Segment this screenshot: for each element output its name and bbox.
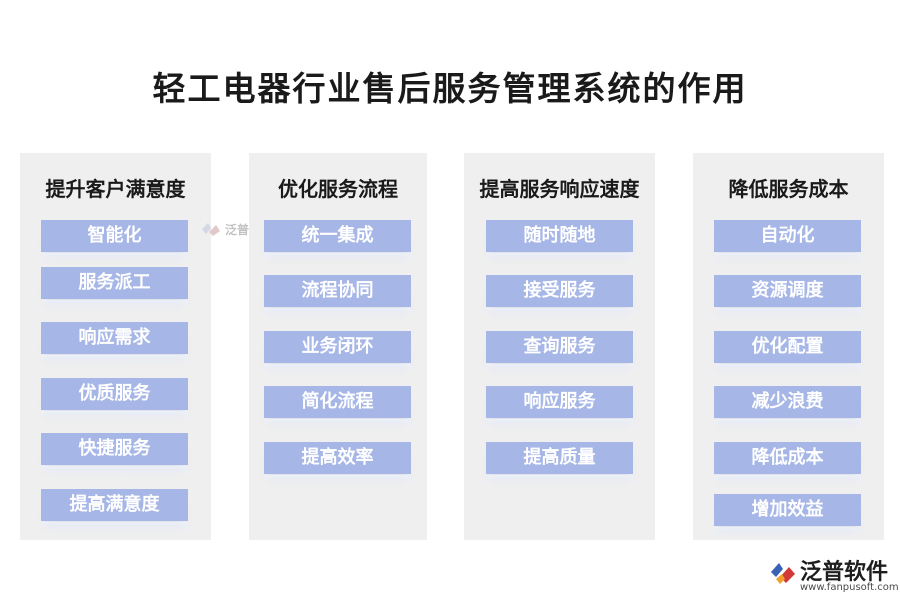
page-title: 轻工电器行业售后服务管理系统的作用 (152, 69, 748, 108)
item-box: 响应需求 (41, 322, 188, 365)
item-box: 服务派工 (41, 267, 188, 310)
item-box: 接受服务 (486, 275, 633, 318)
column-heading: 降低服务成本 (728, 177, 849, 201)
item-box: 降低成本 (714, 442, 861, 485)
item-box: 简化流程 (264, 386, 411, 429)
item-box: 自动化 (714, 220, 861, 263)
item-box: 业务闭环 (264, 331, 411, 374)
column-heading: 提高服务响应速度 (479, 177, 640, 201)
item-box: 提高满意度 (41, 489, 188, 532)
column-response-speed: 提高服务响应速度 随时随地 接受服务 查询服务 响应服务 提高质量 (464, 153, 655, 540)
item-box: 随时随地 (486, 220, 633, 263)
brand-logo: 泛普软件 www.fanpusoft.com (768, 554, 899, 594)
column-reduce-cost: 降低服务成本 自动化 资源调度 优化配置 减少浪费 降低成本 增加效益 (693, 153, 884, 540)
item-box: 统一集成 (264, 220, 411, 263)
watermark-text: 泛普 (225, 222, 250, 237)
item-box: 减少浪费 (714, 386, 861, 429)
column-heading: 提升客户满意度 (45, 177, 186, 201)
item-box: 优化配置 (714, 331, 861, 374)
item-box: 查询服务 (486, 331, 633, 374)
column-customer-satisfaction: 提升客户满意度 智能化 服务派工 响应需求 优质服务 快捷服务 提高满意度 (20, 153, 211, 540)
brand-url: www.fanpusoft.com (800, 582, 899, 593)
item-box: 提高效率 (264, 442, 411, 485)
fanpu-logo-icon (202, 223, 220, 236)
item-box: 优质服务 (41, 378, 188, 421)
brand-name: 泛普软件 (800, 560, 889, 585)
item-box: 提高质量 (486, 442, 633, 485)
column-optimize-process: 优化服务流程 统一集成 流程协同 业务闭环 简化流程 提高效率 (249, 153, 427, 540)
item-box: 快捷服务 (41, 433, 188, 476)
item-box: 响应服务 (486, 386, 633, 429)
item-box: 增加效益 (714, 494, 861, 537)
watermark: 泛普 (200, 220, 249, 238)
item-box: 流程协同 (264, 275, 411, 318)
column-heading: 优化服务流程 (278, 177, 398, 201)
fanpu-logo-icon (771, 563, 795, 584)
item-box: 智能化 (41, 220, 188, 263)
item-box: 资源调度 (714, 275, 861, 318)
